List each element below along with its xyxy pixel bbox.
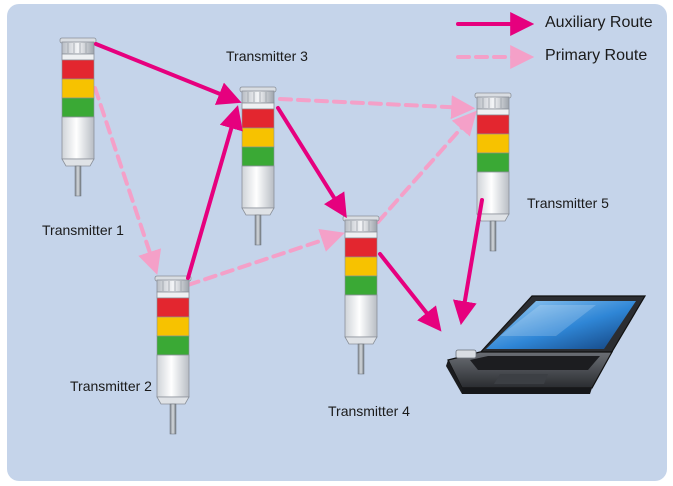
primary-route-t1-t2 (93, 86, 162, 275)
primary-route-t4-t5 (376, 110, 477, 224)
legend-auxiliary-label: Auxiliary Route (545, 14, 653, 31)
auxiliary-route-t2-t3 (186, 105, 243, 280)
transmitter-1-tower (59, 37, 97, 197)
primary-route-t2-t4 (186, 228, 345, 287)
transmitter-5-label: Transmitter 5 (527, 195, 609, 211)
auxiliary-routes (94, 42, 484, 332)
transmitter-1-label: Transmitter 1 (42, 222, 124, 238)
auxiliary-route-t5-laptop (452, 198, 484, 326)
transmitter-4-label: Transmitter 4 (328, 403, 410, 419)
auxiliary-route-t4-laptop (378, 252, 442, 332)
transmitter-4-tower (342, 215, 380, 375)
transmitter-5-tower (474, 92, 512, 252)
transmitter-3-tower (239, 86, 277, 246)
auxiliary-route-t3-t4 (276, 106, 347, 219)
legend (456, 12, 535, 69)
transmitter-2-label: Transmitter 2 (70, 378, 152, 394)
primary-routes (93, 86, 477, 287)
transmitter-2-tower (154, 275, 192, 435)
auxiliary-route-t1-t3 (94, 42, 242, 105)
laptop-icon (446, 295, 647, 394)
transmitter-3-label: Transmitter 3 (226, 48, 308, 64)
legend-primary-label: Primary Route (545, 47, 648, 64)
primary-route-t3-t5 (278, 95, 476, 120)
